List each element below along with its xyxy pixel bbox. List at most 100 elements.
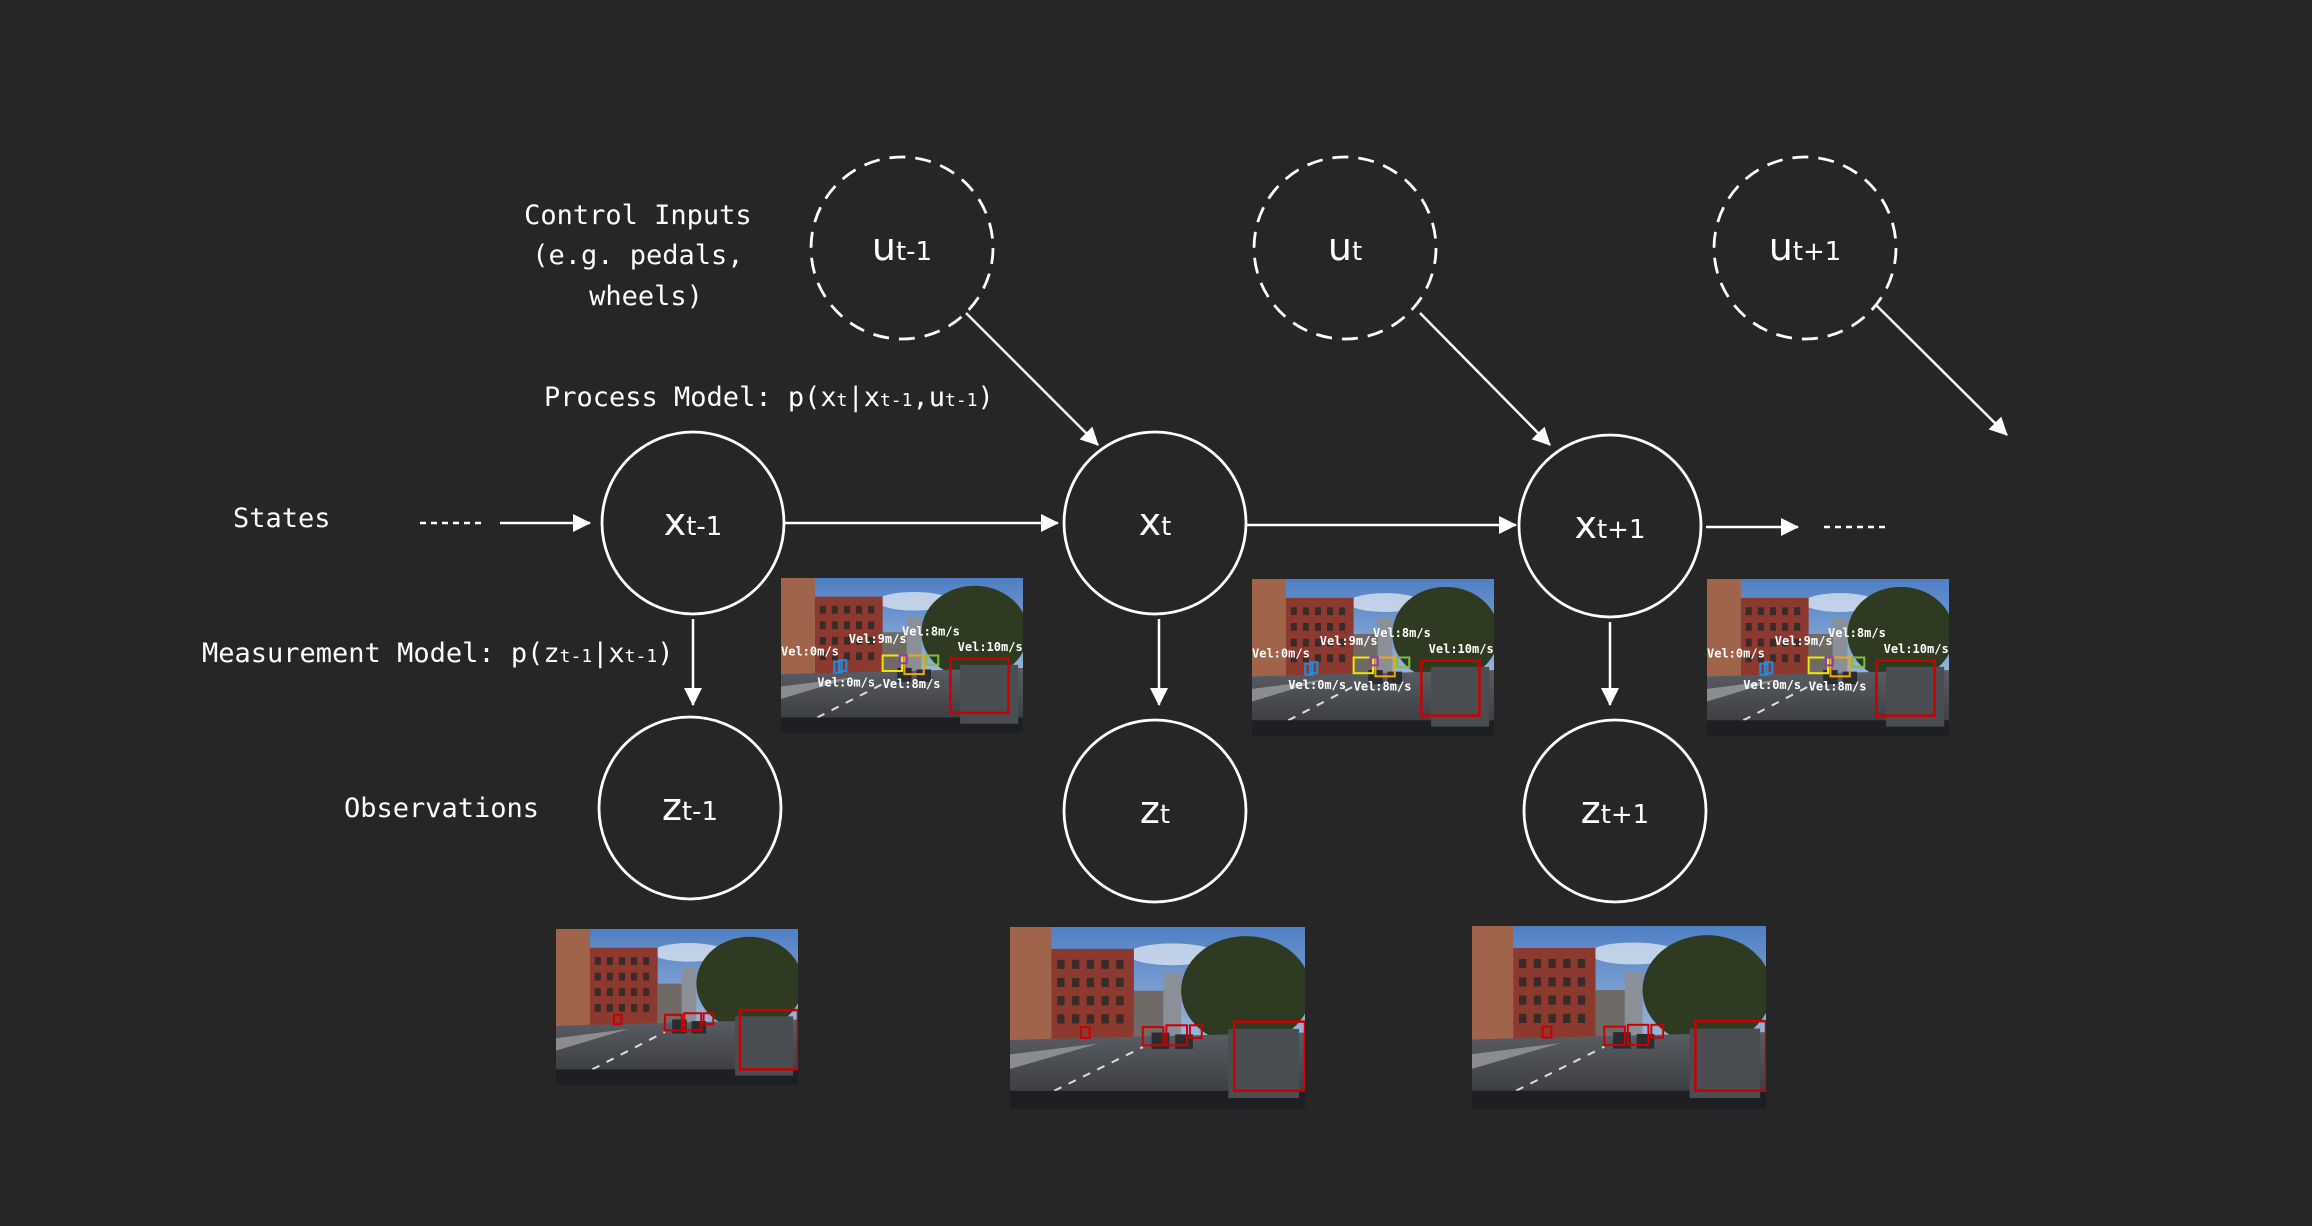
window bbox=[594, 988, 601, 997]
window bbox=[1086, 1014, 1095, 1024]
lane-marking bbox=[591, 1031, 666, 1071]
building bbox=[681, 968, 697, 1026]
sidewalk bbox=[1472, 1039, 1590, 1069]
window bbox=[856, 652, 863, 661]
car bbox=[1842, 671, 1858, 685]
velocity-label: Vel:0m/s bbox=[1288, 678, 1346, 692]
building bbox=[1832, 618, 1848, 677]
window bbox=[594, 957, 601, 965]
node-label: zt+1 bbox=[1581, 788, 1649, 832]
window bbox=[1057, 959, 1065, 969]
node-label-sub: t-1 bbox=[896, 237, 932, 267]
node-label-base: u bbox=[872, 225, 896, 269]
window bbox=[1314, 654, 1321, 663]
node-label-sub: t+1 bbox=[1793, 237, 1842, 267]
window bbox=[819, 636, 826, 645]
detection-box bbox=[838, 659, 848, 673]
window bbox=[1339, 638, 1346, 647]
detection-box bbox=[1141, 1026, 1165, 1047]
window bbox=[831, 621, 838, 630]
mm-pre: Measurement Model: p( bbox=[202, 638, 543, 669]
node-label-sub: t-1 bbox=[686, 512, 722, 542]
node-controls-next: ut+1 bbox=[1712, 155, 1898, 341]
detection-box bbox=[1369, 656, 1379, 667]
state-camera-frame-t: Vel:0m/sVel:9m/sVel:8m/sVel:10m/sVel:0m/… bbox=[1252, 579, 1494, 736]
window bbox=[606, 957, 613, 965]
lane-marking bbox=[1053, 1046, 1144, 1092]
detection-box bbox=[925, 654, 940, 666]
window bbox=[618, 957, 625, 965]
arrow-u-t-to-x-next bbox=[1419, 312, 1551, 446]
window bbox=[643, 1003, 650, 1012]
window bbox=[1745, 607, 1752, 616]
detection-box bbox=[1851, 656, 1866, 668]
window bbox=[868, 621, 875, 630]
window bbox=[1071, 959, 1080, 969]
window bbox=[1116, 996, 1124, 1006]
detection-box bbox=[1829, 656, 1851, 678]
detection-box bbox=[1541, 1025, 1553, 1039]
mm-a-sub: t-1 bbox=[560, 646, 593, 667]
building bbox=[1472, 926, 1514, 1040]
building bbox=[1707, 579, 1741, 677]
velocity-label: Vel:8m/s bbox=[1373, 626, 1431, 640]
window bbox=[1302, 607, 1309, 616]
street-scene-image bbox=[781, 578, 1023, 733]
building bbox=[1010, 927, 1052, 1040]
detection-box bbox=[949, 657, 1010, 715]
window bbox=[1769, 622, 1776, 631]
window bbox=[618, 972, 625, 981]
velocity-label: Vel:0m/s bbox=[1252, 647, 1310, 661]
trees bbox=[1847, 586, 1949, 682]
window bbox=[843, 636, 850, 645]
node-label-sub: t+1 bbox=[1601, 800, 1650, 830]
window bbox=[1290, 638, 1297, 647]
window bbox=[843, 652, 850, 661]
window bbox=[1794, 607, 1801, 616]
node-label-base: z bbox=[1140, 788, 1160, 832]
trees bbox=[1181, 936, 1305, 1046]
node-label: xt bbox=[1139, 500, 1172, 544]
node-label-base: u bbox=[1769, 225, 1793, 269]
sidewalk bbox=[1707, 676, 1804, 702]
detection-box bbox=[613, 1013, 623, 1026]
detection-box bbox=[1824, 656, 1834, 667]
window bbox=[594, 1003, 601, 1012]
trees bbox=[921, 585, 1023, 679]
window bbox=[1533, 977, 1542, 987]
window bbox=[1757, 654, 1764, 663]
lane-marking bbox=[1515, 1045, 1605, 1092]
window bbox=[631, 972, 638, 981]
window bbox=[868, 652, 875, 661]
street-scene-image bbox=[1010, 927, 1305, 1109]
node-label-sub: t bbox=[1160, 800, 1170, 830]
sidewalk bbox=[1252, 676, 1349, 702]
building bbox=[1624, 971, 1643, 1040]
building bbox=[781, 578, 815, 675]
node-observations-t: zt bbox=[1062, 718, 1248, 904]
window bbox=[1519, 995, 1527, 1005]
window bbox=[1101, 959, 1109, 969]
window bbox=[1101, 1014, 1109, 1024]
node-label: xt+1 bbox=[1574, 503, 1645, 547]
window bbox=[1086, 959, 1095, 969]
velocity-label: Vel:8m/s bbox=[883, 677, 941, 691]
node-controls-prev: ut-1 bbox=[809, 155, 995, 341]
car bbox=[916, 669, 932, 682]
control-inputs-line-3: wheels) bbox=[589, 281, 703, 312]
state-camera-frame-next: Vel:0m/sVel:9m/sVel:8m/sVel:10m/sVel:0m/… bbox=[1707, 579, 1949, 736]
window bbox=[1057, 1014, 1065, 1024]
velocity-label: Vel:0m/s bbox=[1743, 678, 1801, 692]
window bbox=[1071, 1014, 1080, 1024]
window bbox=[643, 957, 650, 965]
node-controls-t: ut bbox=[1252, 155, 1438, 341]
window bbox=[1057, 996, 1065, 1006]
mm-b: |x bbox=[592, 638, 625, 669]
near-car bbox=[735, 1016, 794, 1076]
window bbox=[843, 605, 850, 614]
node-label-sub: t+1 bbox=[1597, 515, 1646, 545]
window bbox=[1290, 654, 1297, 663]
pm-post: ) bbox=[978, 382, 994, 413]
window bbox=[1327, 654, 1334, 663]
node-label: zt-1 bbox=[662, 785, 718, 829]
